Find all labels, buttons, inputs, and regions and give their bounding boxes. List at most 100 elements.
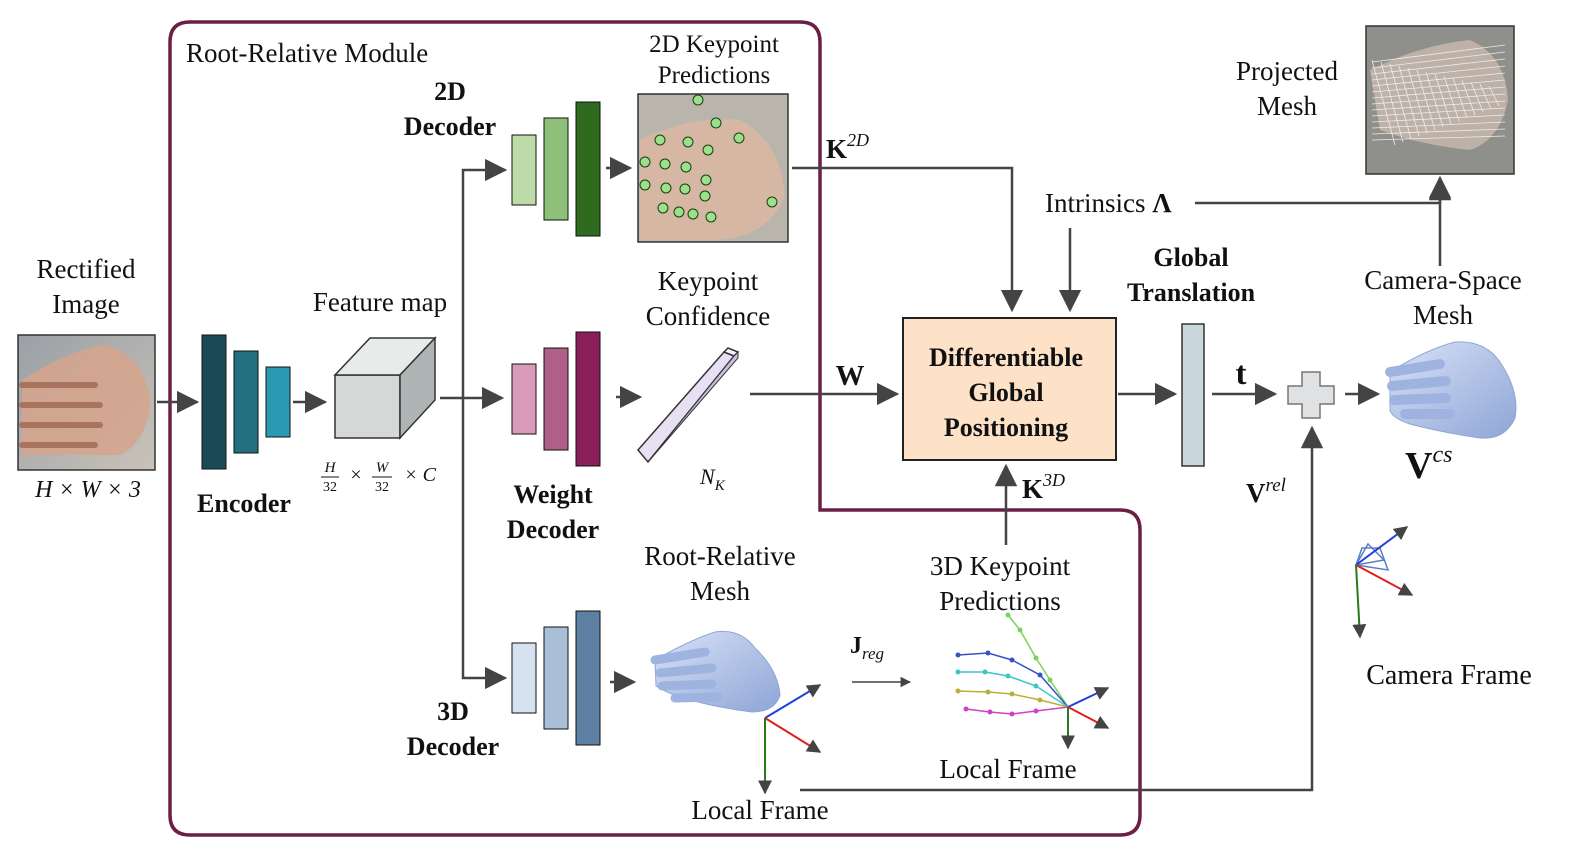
skeleton-joint [1037, 697, 1043, 703]
skeleton-joint [1017, 627, 1023, 633]
v-cs-label: Vcs [1405, 442, 1452, 487]
camera-space-mesh-line1: Camera-Space [1364, 265, 1521, 295]
svg-text:32: 32 [323, 480, 337, 495]
root-relative-module-border [168, 20, 1142, 837]
rr-mesh-title-line2: Mesh [690, 576, 750, 606]
decoder-3d-label-line2: Decoder [407, 732, 499, 761]
keypoint-dot [673, 206, 685, 218]
decoder-weight-label-line1: Weight [513, 480, 593, 509]
keypoint-2d-title-line1: 2D Keypoint [649, 31, 779, 58]
keypoint-2d-image [637, 93, 789, 243]
skeleton-joint [963, 706, 969, 712]
kp3d-title-line1: 3D Keypoint [930, 551, 1071, 581]
global-translation-line1: Global [1153, 243, 1228, 272]
keypoint-confidence-bar [637, 347, 740, 464]
k2d-label: K2D [826, 130, 869, 164]
svg-text:× C: × C [404, 464, 436, 486]
keypoint-2d-title-line2: Predictions [658, 62, 771, 89]
feature-map-dims: H 32 × W 32 × C [321, 460, 437, 495]
decoder-2d-label-line2: Decoder [404, 112, 496, 141]
arrow-vrel [800, 425, 1324, 792]
arrow-feature-2d [461, 158, 508, 398]
camera-space-hand-mesh [1385, 341, 1517, 439]
k3d-label: K3D [1022, 470, 1065, 504]
keypoint-dot [657, 202, 669, 214]
w-label: W [836, 360, 865, 392]
camera-frame-label: Camera Frame [1366, 660, 1532, 691]
keypoint-dot [660, 182, 672, 194]
skeleton-joint [1037, 672, 1043, 678]
skeleton-joint [985, 689, 991, 695]
skeleton-joint [1033, 655, 1039, 661]
skeleton-joint [955, 669, 961, 675]
skeleton-finger [1007, 614, 1069, 708]
svg-text:×: × [350, 464, 361, 486]
keypoint-dot [659, 158, 671, 170]
local-frame-label-mesh: Local Frame [691, 795, 828, 825]
decoder-weight-block [511, 331, 601, 467]
keypoint-3d-skeleton [955, 612, 1069, 717]
decoder-weight-label-line2: Decoder [507, 515, 599, 544]
arrow-k2d [792, 166, 1024, 313]
keypoint-dot [654, 134, 666, 146]
keypoint-dot [682, 136, 694, 148]
decoder-3d-block [511, 610, 601, 746]
skeleton-joint [1047, 677, 1053, 683]
projected-mesh-line2: Mesh [1257, 91, 1317, 121]
local-frame-axes-mesh [758, 684, 822, 795]
feature-map-cube [333, 336, 437, 440]
skeleton-joint [1005, 673, 1011, 679]
t-label: t [1236, 356, 1247, 392]
svg-text:32: 32 [375, 480, 389, 495]
skeleton-joint [1033, 683, 1039, 689]
feature-map-label: Feature map [313, 287, 447, 317]
keypoint-dot [710, 117, 722, 129]
input-label-line1: Rectified [37, 254, 136, 284]
keypoint-confidence-title-line1: Keypoint [658, 266, 759, 296]
local-frame-axes-keypoints [1061, 687, 1110, 750]
keypoint-dot [687, 208, 699, 220]
skeleton-joint [1009, 711, 1015, 717]
keypoint-dot [702, 144, 714, 156]
keypoint-dot [680, 161, 692, 173]
keypoint-dot [699, 190, 711, 202]
input-label-line2: Image [52, 289, 119, 319]
skeleton-joint [1009, 691, 1015, 697]
dgp-label-line3: Positioning [944, 413, 1068, 442]
keypoint-dot [639, 179, 651, 191]
skeleton-joint [985, 650, 991, 656]
skeleton-joint [955, 688, 961, 694]
skeleton-joint [1009, 657, 1015, 663]
kp3d-title-line2: Predictions [939, 586, 1061, 616]
skeleton-finger [965, 706, 1069, 715]
decoder-3d-label-line1: 3D [437, 697, 469, 726]
keypoint-dot [733, 132, 745, 144]
keypoint-dot [639, 156, 651, 168]
input-dims: H × W × 3 [34, 477, 141, 503]
skeleton-joint [1033, 708, 1039, 714]
projected-mesh-line1: Projected [1236, 56, 1338, 86]
keypoint-dot [766, 196, 778, 208]
translation-bar [1181, 323, 1205, 467]
encoder-label: Encoder [197, 489, 291, 518]
global-translation-line2: Translation [1127, 278, 1256, 307]
skeleton-joint [987, 709, 993, 715]
rr-mesh-title-line1: Root-Relative [644, 541, 795, 571]
svg-text:H: H [324, 460, 337, 476]
plus-operator [1287, 371, 1335, 419]
arrow-intrinsics-projected [1195, 175, 1452, 205]
dgp-label-line2: Global [968, 378, 1043, 407]
jreg-label: Jreg [850, 633, 884, 663]
arrow-feature-3d [461, 398, 508, 690]
skeleton-finger [958, 671, 1069, 708]
rectified-image [17, 334, 156, 471]
keypoint-dot [700, 174, 712, 186]
keypoint-dot [692, 94, 704, 106]
projected-mesh-image [1365, 25, 1515, 175]
local-frame-label-keypoints: Local Frame [939, 754, 1076, 784]
keypoint-dot [705, 211, 717, 223]
module-title: Root-Relative Module [186, 38, 428, 68]
v-rel-label: Vrel [1246, 475, 1286, 508]
decoder-2d-label-line1: 2D [434, 77, 466, 106]
